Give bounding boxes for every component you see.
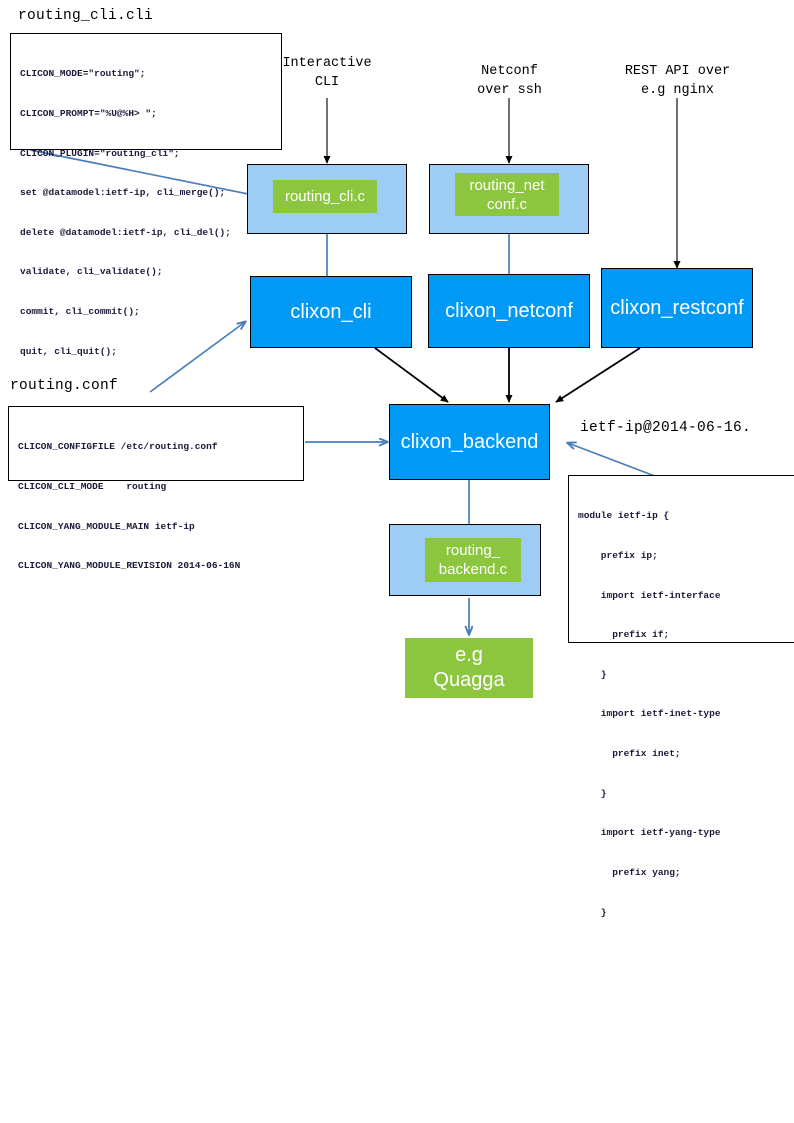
- cli-spec-caption: routing_cli.cli: [18, 8, 154, 24]
- annotation-netconf-over-ssh: Netconf over ssh: [477, 64, 542, 98]
- arrow-yang-file-to-backend: [568, 443, 661, 479]
- annotation-interactive-cli: Interactive CLI: [282, 56, 372, 90]
- code-line: CLICON_PLUGIN="routing_cli";: [20, 147, 180, 159]
- process-clixon-netconf[interactable]: clixon_netconf: [428, 274, 590, 348]
- code-line: set @datamodel:ietf-ip, cli_merge();: [20, 187, 226, 199]
- code-line: import ietf-interface: [578, 589, 721, 601]
- node-quagga[interactable]: e.g Quagga: [405, 638, 533, 698]
- code-line: CLICON_YANG_MODULE_REVISION 2014-06-16N: [18, 560, 241, 572]
- plugin-routing-cli-c[interactable]: routing_cli.c: [273, 180, 377, 213]
- code-line: CLICON_YANG_MODULE_MAIN ietf-ip: [18, 520, 195, 532]
- code-line: }: [578, 668, 607, 680]
- code-line: }: [578, 787, 607, 799]
- code-line: commit, cli_commit();: [20, 306, 140, 318]
- cli-spec-codebox: CLICON_MODE="routing"; CLICON_PROMPT="%U…: [10, 33, 282, 357]
- code-line: validate, cli_validate();: [20, 266, 163, 278]
- yang-caption: ietf-ip@2014-06-16.: [580, 420, 752, 436]
- code-line: }: [578, 906, 607, 918]
- arrow-cli-to-backend: [374, 347, 449, 403]
- code-line: prefix ip;: [578, 550, 658, 562]
- yang-codebox: module ietf-ip { prefix ip; import ietf-…: [568, 475, 794, 918]
- conf-codebox: CLICON_CONFIGFILE /etc/routing.conf CLIC…: [8, 406, 304, 571]
- code-line: CLICON_CONFIGFILE /etc/routing.conf: [18, 441, 218, 453]
- process-clixon-backend[interactable]: clixon_backend: [389, 404, 550, 480]
- backend-input-arrows: [374, 347, 641, 403]
- code-line: module ietf-ip {: [578, 510, 670, 522]
- code-line: CLICON_CLI_MODE routing: [18, 481, 167, 493]
- annotation-rest-api: REST API over e.g nginx: [624, 64, 731, 98]
- conf-caption: routing.conf: [10, 378, 119, 394]
- process-clixon-restconf[interactable]: clixon_restconf: [601, 268, 753, 348]
- code-line: CLICON_PROMPT="%U@%H> ";: [20, 108, 157, 120]
- code-line: quit, cli_quit();: [20, 345, 117, 357]
- code-line: delete @datamodel:ietf-ip, cli_del();: [20, 226, 231, 238]
- process-clixon-cli[interactable]: clixon_cli: [250, 276, 412, 348]
- code-line: import ietf-yang-type: [578, 827, 721, 839]
- code-line: prefix if;: [578, 629, 670, 641]
- code-line: CLICON_MODE="routing";: [20, 68, 146, 80]
- code-line: prefix inet;: [578, 748, 681, 760]
- code-line: import ietf-inet-type: [578, 708, 721, 720]
- plugin-routing-backend-c[interactable]: routing_ backend.c: [425, 538, 521, 582]
- arrow-restconf-to-backend: [555, 347, 641, 403]
- code-line: prefix yang;: [578, 866, 681, 878]
- plugin-routing-netconf-c[interactable]: routing_net conf.c: [455, 173, 559, 216]
